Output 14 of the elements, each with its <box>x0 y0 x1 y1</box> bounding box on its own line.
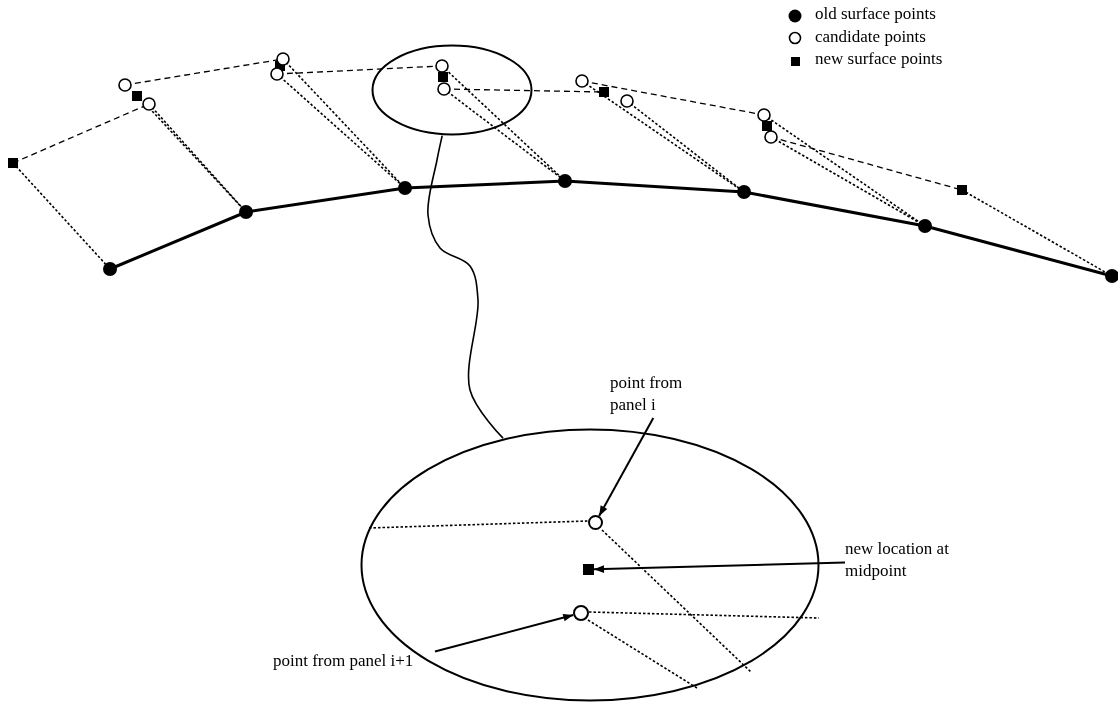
arrow <box>598 417 655 517</box>
candidate-point <box>573 605 589 621</box>
callout-text: point from panel i <box>610 372 722 418</box>
callout-text: new location at midpoint <box>845 538 957 584</box>
arrow <box>593 561 846 573</box>
candidate-point <box>588 515 603 530</box>
connector-line <box>427 134 504 439</box>
legend-label: new surface points <box>815 48 943 70</box>
magnified-region-ellipse <box>371 44 533 136</box>
legend-label: old surface points <box>815 3 936 25</box>
callout-text: point from panel i+1 <box>273 650 435 696</box>
legend-label: candidate points <box>815 25 926 48</box>
arrow <box>434 613 575 653</box>
new-surface-point <box>583 564 594 575</box>
